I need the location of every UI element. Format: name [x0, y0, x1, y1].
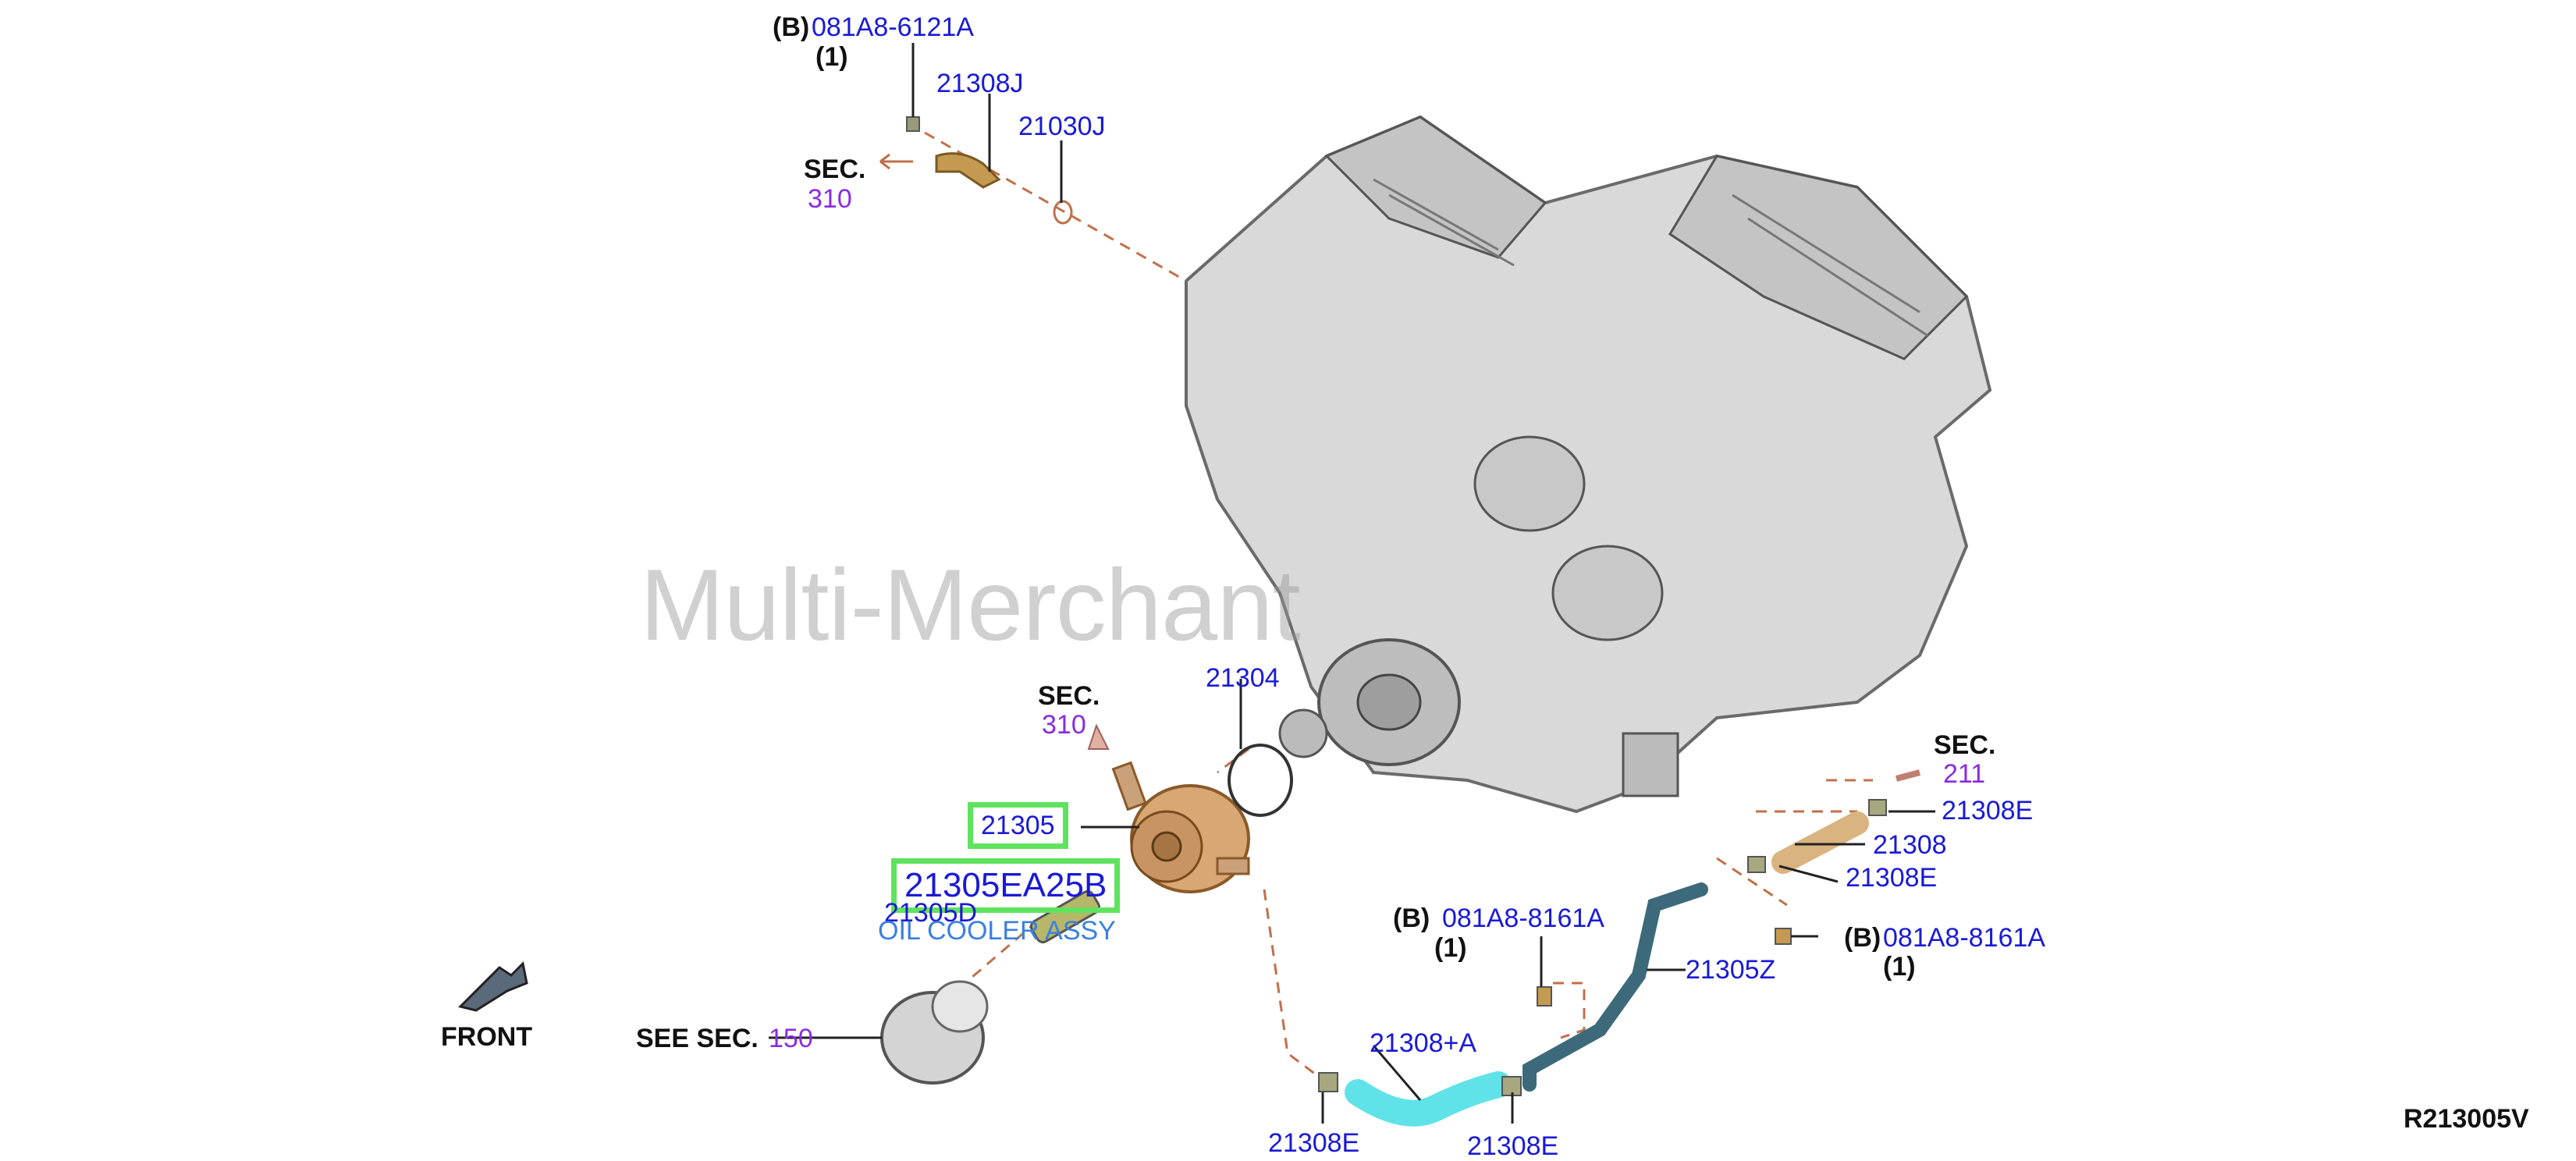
right-hose-and-pipe — [1523, 769, 1921, 1092]
right-bolt-b: (B) — [1844, 923, 1881, 953]
top-bolt-b: (B) — [773, 12, 810, 42]
right-bolt-qty: (1) — [1883, 952, 1916, 982]
part-081A8-8161A-right[interactable]: 081A8-8161A — [1883, 923, 2045, 953]
front-arrow-icon — [458, 960, 528, 1012]
top-bolt-qty: (1) — [815, 42, 848, 72]
oil-filter — [880, 889, 1101, 1085]
front-label: FRONT — [441, 1022, 533, 1052]
part-21308[interactable]: 21308 — [1873, 830, 1947, 860]
engine-assembly — [1185, 115, 1992, 814]
part-21308J[interactable]: 21308J — [936, 69, 1024, 98]
see-sec-label: SEE SEC. — [636, 1024, 759, 1053]
part-21308E-c[interactable]: 21308E — [1268, 1128, 1360, 1158]
see-sec-number[interactable]: 150 — [769, 1024, 813, 1053]
part-21308E-b[interactable]: 21308E — [1846, 863, 1938, 893]
mid-bolt-qty: (1) — [1434, 933, 1467, 963]
part-21308E-d[interactable]: 21308E — [1467, 1131, 1559, 1161]
sec-mid: SEC. — [1038, 681, 1100, 711]
diagram-reference-code: R213005V — [2404, 1104, 2529, 1134]
part-21305-highlighted[interactable]: 21305 — [968, 802, 1068, 849]
part-21308A[interactable]: 21308+A — [1370, 1028, 1477, 1058]
part-21305EA25B-highlighted[interactable]: 21305EA25B — [891, 858, 1121, 913]
sec-right: SEC. — [1934, 730, 1996, 760]
watermark: Multi-Merchant — [640, 548, 1301, 662]
sec-right-number[interactable]: 211 — [1943, 759, 1986, 789]
part-21030J[interactable]: 21030J — [1018, 112, 1106, 141]
part-21308E-a[interactable]: 21308E — [1942, 796, 2034, 825]
part-21305D[interactable]: 21305D — [884, 898, 978, 928]
sec-mid-number[interactable]: 310 — [1042, 710, 1086, 740]
part-21305Z[interactable]: 21305Z — [1686, 955, 1776, 985]
sec-top-number[interactable]: 310 — [808, 184, 852, 214]
part-081A8-6121A[interactable]: 081A8-6121A — [812, 12, 974, 42]
oil-cooler-assy-label[interactable]: OIL COOLER ASSY — [878, 916, 1116, 946]
top-hose-fitting — [879, 116, 1073, 225]
highlighted-hose-21308A — [1318, 1071, 1522, 1127]
leader-solid-lines — [769, 43, 1935, 1124]
oil-cooler — [1087, 723, 1293, 893]
sec-top: SEC. — [804, 154, 866, 184]
part-081A8-8161A-mid[interactable]: 081A8-8161A — [1442, 904, 1604, 933]
part-21304[interactable]: 21304 — [1206, 663, 1280, 693]
mid-bolt-b: (B) — [1393, 904, 1430, 933]
